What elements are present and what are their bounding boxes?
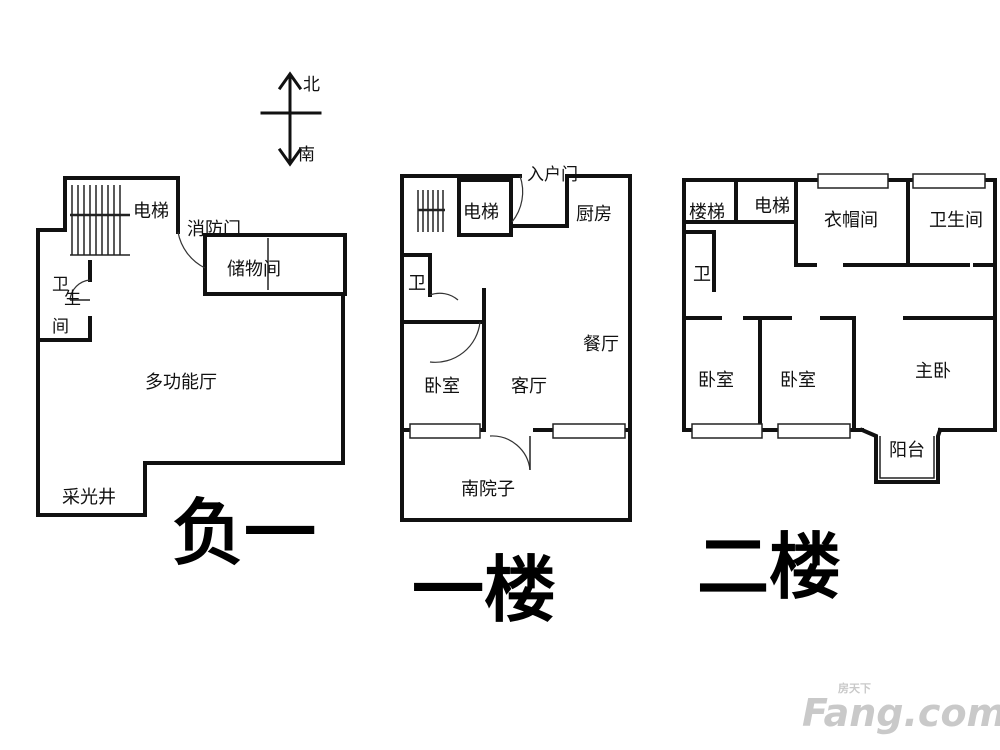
second-floor-plan: 楼梯 电梯 衣帽间 卫生间 卫 卧室 卧室 主卧 阳台 二楼 <box>682 173 997 609</box>
first-living-label: 客厅 <box>511 376 547 397</box>
basement-elevator-label: 电梯 <box>133 201 169 222</box>
basement-fire-door-label: 消防门 <box>187 219 241 240</box>
second-elevator-label: 电梯 <box>754 196 790 217</box>
compass-north-label: 北 <box>303 75 320 95</box>
second-bedroom-1-label: 卧室 <box>698 370 734 391</box>
second-floor-title: 二楼 <box>697 525 841 609</box>
basement-multi-hall-label: 多功能厅 <box>145 372 217 393</box>
basement-stairs <box>70 185 130 256</box>
second-bathroom-label: 卫生间 <box>929 210 983 231</box>
first-entry-door-label: 入户门 <box>527 165 578 185</box>
first-floor-title: 一楼 <box>412 548 556 632</box>
basement-light-well-label: 采光井 <box>62 487 116 508</box>
first-bedroom-label: 卧室 <box>424 376 460 397</box>
first-wc-label: 卫 <box>408 273 426 294</box>
second-cloakroom-label: 衣帽间 <box>824 210 878 231</box>
first-kitchen-label: 厨房 <box>576 204 612 225</box>
watermark-cn-label: 房天下 <box>838 681 871 695</box>
watermark-brand-label: Fang.com <box>802 691 1000 735</box>
basement-wc-label-3: 间 <box>52 317 69 337</box>
basement-floor-title: 负一 <box>172 491 316 575</box>
second-bedroom-2-label: 卧室 <box>780 370 816 391</box>
basement-wc-label-1: 卫 <box>52 275 69 295</box>
first-dining-label: 餐厅 <box>583 334 619 355</box>
basement-wc-label-2: 生 <box>64 289 81 309</box>
fang-watermark: 房天下 Fang.com <box>802 681 1000 735</box>
compass: 北 南 <box>260 71 322 167</box>
second-stairs-label: 楼梯 <box>689 202 725 223</box>
first-elevator-label: 电梯 <box>463 202 499 223</box>
first-floor-plan: 电梯 入户门 厨房 卫 餐厅 卧室 客厅 南院子 一楼 <box>400 165 632 632</box>
second-wc-label: 卫 <box>693 264 711 285</box>
second-master-label: 主卧 <box>915 361 951 382</box>
compass-south-label: 南 <box>298 145 315 165</box>
first-floor-stairs <box>417 190 445 232</box>
first-south-yard-label: 南院子 <box>461 479 515 500</box>
basement-floor-plan: 电梯 消防门 储物间 卫 生 间 多功能厅 采光井 负一 <box>36 176 347 575</box>
basement-storage-label: 储物间 <box>227 259 281 280</box>
second-balcony-label: 阳台 <box>889 440 925 461</box>
